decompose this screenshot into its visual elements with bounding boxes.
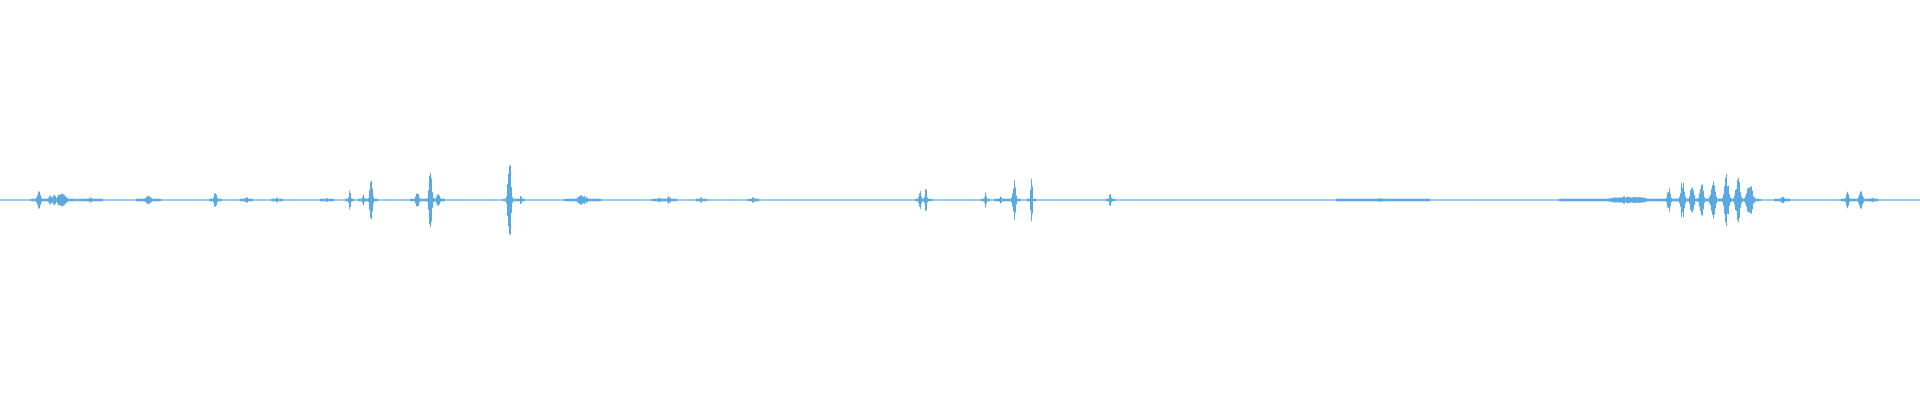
waveform-burst-20 bbox=[661, 195, 677, 205]
waveform-burst-40 bbox=[1774, 196, 1790, 204]
waveform-burst-28 bbox=[1027, 178, 1036, 222]
waveform-burst-6 bbox=[209, 193, 222, 207]
waveform-burst-4 bbox=[78, 197, 103, 203]
waveform-burst-17 bbox=[516, 195, 525, 205]
waveform-burst-18 bbox=[564, 195, 601, 205]
waveform-burst-27 bbox=[1008, 180, 1021, 220]
waveform-burst-5 bbox=[136, 195, 161, 205]
waveform-burst-21 bbox=[696, 197, 707, 203]
waveform-burst-29 bbox=[1106, 194, 1115, 206]
waveform-burst-15 bbox=[432, 194, 445, 206]
waveform-burst-13 bbox=[410, 193, 424, 207]
waveform-burst-8 bbox=[271, 197, 283, 203]
waveform-bursts bbox=[31, 165, 1878, 235]
waveform-burst-9 bbox=[320, 198, 334, 202]
waveform-burst-25 bbox=[981, 192, 990, 208]
waveform-burst-22 bbox=[748, 197, 759, 203]
waveform-burst-26 bbox=[994, 196, 1008, 204]
waveform-burst-12 bbox=[364, 180, 378, 220]
waveform-burst-30 bbox=[1336, 198, 1430, 202]
waveform-burst-39 bbox=[1738, 186, 1761, 214]
waveform-burst-41 bbox=[1841, 191, 1854, 209]
waveform-burst-16 bbox=[503, 165, 516, 235]
waveform-burst-42 bbox=[1853, 191, 1869, 209]
waveform-burst-43 bbox=[1867, 197, 1878, 203]
waveform-burst-24 bbox=[920, 189, 932, 211]
waveform-burst-7 bbox=[240, 197, 253, 203]
waveform-burst-32 bbox=[1661, 188, 1677, 212]
waveform-burst-3 bbox=[47, 193, 77, 207]
waveform-burst-10 bbox=[345, 190, 354, 210]
